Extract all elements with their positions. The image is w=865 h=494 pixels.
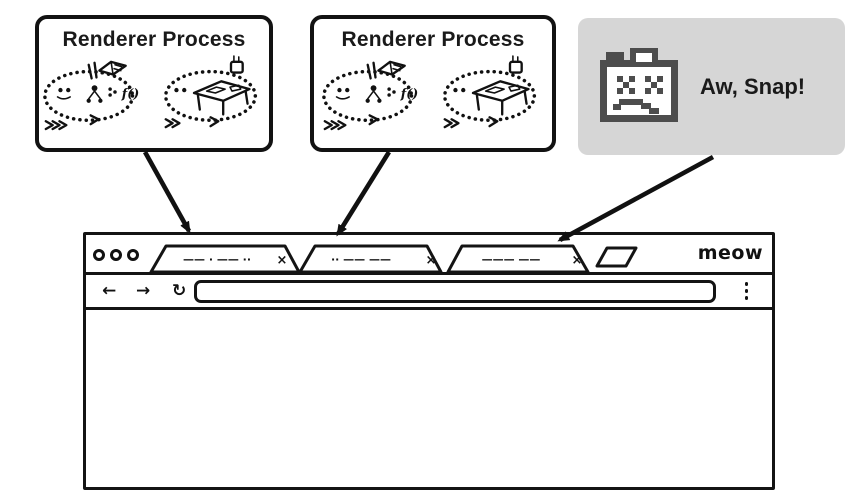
aw-snap-label: Aw, Snap! (700, 73, 806, 99)
arrow-renderer1-to-tab1 (142, 150, 192, 234)
crashed-process-card: Aw, Snap! (578, 18, 845, 155)
back-button[interactable]: ← (102, 281, 117, 301)
tab-close-icon[interactable]: × (277, 253, 288, 268)
function-label: f() (400, 86, 418, 101)
browser-window: —— · —— ·· × ·· —— —— × ——— —— × meow ← … (83, 232, 775, 490)
new-tab-button[interactable] (595, 246, 638, 268)
tab-close-icon[interactable]: × (426, 253, 437, 268)
window-controls (93, 249, 139, 261)
tab-title-scribble: ——— —— (482, 253, 541, 266)
window-control-icon[interactable] (110, 249, 122, 261)
menu-icon[interactable] (741, 281, 753, 301)
drafting-table-doodle-icon (163, 55, 258, 129)
doodle-row: f() (39, 53, 269, 133)
renderer-process-card-2: Renderer Process f() (310, 15, 556, 152)
page-content-area (86, 310, 772, 484)
card-title: Renderer Process (62, 28, 246, 51)
tab-close-icon[interactable]: × (572, 253, 583, 268)
window-title: meow (697, 242, 763, 264)
main-thread-doodle-icon: f() (43, 60, 139, 131)
arrow-crashed-to-tab3 (557, 154, 715, 243)
tabs: —— · —— ·· × ·· —— —— × ——— —— × (149, 244, 638, 274)
reload-button[interactable]: ↻ (172, 281, 187, 301)
doodle-row: f() (314, 53, 552, 133)
window-control-icon[interactable] (93, 249, 105, 261)
tab-1[interactable] (149, 244, 301, 274)
renderer-process-card-1: Renderer Process f() (35, 15, 273, 152)
card-title: Renderer Process (341, 28, 525, 51)
navigation-toolbar: ← → ↻ (86, 275, 772, 310)
tab-title-scribble: ·· —— —— (331, 253, 391, 266)
window-control-icon[interactable] (127, 249, 139, 261)
tab-3[interactable] (446, 244, 590, 274)
drafting-table-doodle-icon (442, 55, 537, 129)
address-bar[interactable] (194, 280, 716, 303)
main-thread-doodle-icon: f() (322, 60, 418, 131)
tab-2[interactable] (298, 244, 443, 274)
aw-snap-sad-tab-icon (600, 47, 678, 122)
function-label: f() (121, 86, 139, 101)
forward-button[interactable]: → (136, 281, 151, 301)
arrow-renderer2-to-tab2 (336, 150, 391, 237)
tab-strip: —— · —— ·· × ·· —— —— × ——— —— × meow (86, 235, 772, 275)
tab-title-scribble: —— · —— ·· (183, 253, 251, 266)
